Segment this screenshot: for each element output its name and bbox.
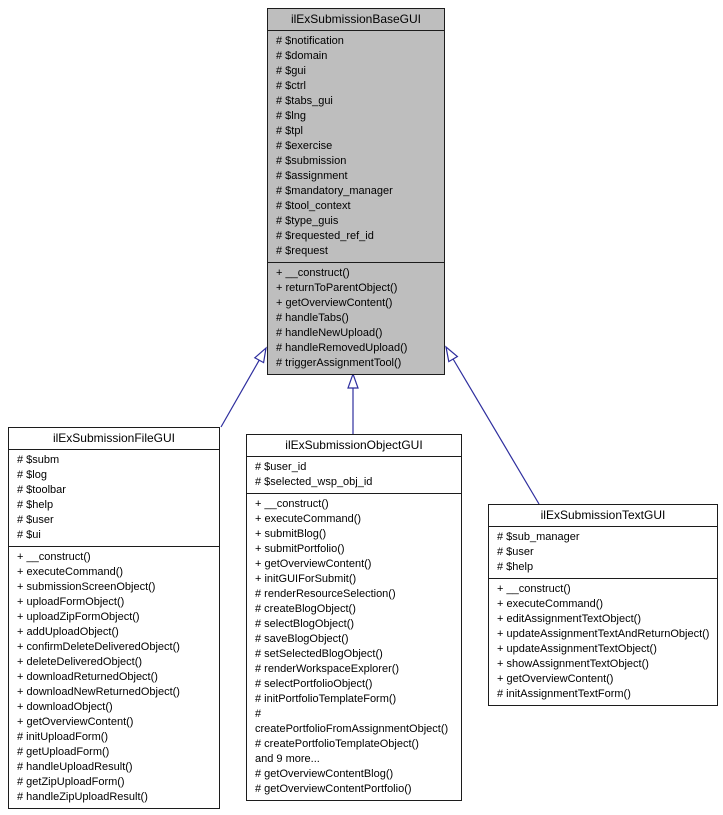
attribute: # $gui — [276, 65, 306, 77]
attribute: # $sub_manager — [497, 531, 580, 543]
attribute: # $mandatory_manager — [276, 185, 393, 197]
attributes-section: # $notification # $domain # $gui # $ctrl # $… — [268, 31, 444, 263]
attribute: # $submission — [276, 155, 347, 167]
method: + deleteDeliveredObject() — [17, 656, 143, 668]
methods-section: + __construct() + executeCommand() + submi… — [247, 494, 461, 800]
method: + addUploadObject() — [17, 626, 119, 638]
class-name: ilExSubmissionBaseGUI — [268, 9, 444, 31]
inheritance-arrow-text-to-base — [445, 345, 540, 505]
method: # triggerAssignmentTool() — [276, 357, 402, 369]
method: # initUploadForm() — [17, 731, 109, 743]
method: # initPortfolioTemplateForm() — [255, 693, 397, 705]
methods-section: + __construct() + executeCommand() + editA… — [489, 579, 717, 705]
attribute: # $domain — [276, 50, 328, 62]
method: + submissionScreenObject() — [17, 581, 156, 593]
attribute: # $exercise — [276, 140, 333, 152]
method: + __construct() — [276, 267, 350, 279]
method: + getOverviewContent() — [255, 558, 372, 570]
method: + downloadNewReturnedObject() — [17, 686, 180, 698]
method: # initAssignmentTextForm() — [497, 688, 631, 700]
attribute: # $tabs_gui — [276, 95, 333, 107]
method: + downloadReturnedObject() — [17, 671, 158, 683]
method: # createPortfolioFromAssignmentObject() — [255, 708, 449, 735]
method: # handleUploadResult() — [17, 761, 133, 773]
method: + uploadZipFormObject() — [17, 611, 140, 623]
method: + executeCommand() — [255, 513, 362, 525]
method: # getOverviewContentBlog() — [255, 768, 394, 780]
attribute: # $subm — [17, 454, 60, 466]
attribute: # $user — [17, 514, 54, 526]
attribute: # $help — [17, 499, 54, 511]
method: + downloadObject() — [17, 701, 113, 713]
attribute: # $lng — [276, 110, 306, 122]
method: + showAssignmentTextObject() — [497, 658, 649, 670]
method: # createPortfolioTemplateObject() — [255, 738, 419, 750]
class-name: ilExSubmissionTextGUI — [489, 505, 717, 527]
attribute: # $ui — [17, 529, 41, 541]
attribute: # $log — [17, 469, 47, 481]
method: # getZipUploadForm() — [17, 776, 125, 788]
attributes-section: # $subm # $log # $toolbar # $help # $user # $… — [9, 450, 219, 547]
inheritance-arrow-file-to-base — [220, 346, 267, 428]
method: # createBlogObject() — [255, 603, 356, 615]
class-name: ilExSubmissionFileGUI — [9, 428, 219, 450]
attributes-section: # $user_id # $selected_wsp_obj_id — [247, 457, 461, 494]
attribute: # $user — [497, 546, 534, 558]
method: # handleTabs() — [276, 312, 349, 324]
method: + confirmDeleteDeliveredObject() — [17, 641, 180, 653]
attribute: # $ctrl — [276, 80, 306, 92]
method: + uploadFormObject() — [17, 596, 125, 608]
method: + submitBlog() — [255, 528, 327, 540]
method: # renderWorkspaceExplorer() — [255, 663, 400, 675]
method: + __construct() — [255, 498, 329, 510]
attribute: # $type_guis — [276, 215, 339, 227]
attribute: # $request — [276, 245, 328, 257]
method: + getOverviewContent() — [276, 297, 393, 309]
attribute: # $assignment — [276, 170, 348, 182]
method: + getOverviewContent() — [17, 716, 134, 728]
method: # renderResourceSelection() — [255, 588, 396, 600]
method: # setSelectedBlogObject() — [255, 648, 383, 660]
method: + getOverviewContent() — [497, 673, 614, 685]
method: # saveBlogObject() — [255, 633, 349, 645]
method: + editAssignmentTextObject() — [497, 613, 641, 625]
method: + initGUIForSubmit() — [255, 573, 357, 585]
method: and 9 more... — [255, 753, 320, 765]
attribute: # $help — [497, 561, 534, 573]
method: # getUploadForm() — [17, 746, 110, 758]
attribute: # $toolbar — [17, 484, 66, 496]
method: # handleZipUploadResult() — [17, 791, 148, 803]
method: + submitPortfolio() — [255, 543, 345, 555]
method: + executeCommand() — [497, 598, 604, 610]
attribute: # $tool_context — [276, 200, 351, 212]
method: # handleNewUpload() — [276, 327, 383, 339]
method: + returnToParentObject() — [276, 282, 398, 294]
method: + __construct() — [497, 583, 571, 595]
method: # selectPortfolioObject() — [255, 678, 373, 690]
class-box-ilexsubmissionbasegui: ilExSubmissionBaseGUI # $notification# $… — [267, 8, 445, 375]
class-box-ilexsubmissiontextgui[interactable]: ilExSubmissionTextGUI # $sub_manager # $u… — [488, 504, 718, 706]
method: + executeCommand() — [17, 566, 124, 578]
class-box-ilexsubmissionobjectgui[interactable]: ilExSubmissionObjectGUI # $user_id # $sel… — [246, 434, 462, 801]
attribute: # $requested_ref_id — [276, 230, 374, 242]
attributes-section: # $sub_manager # $user # $help — [489, 527, 717, 579]
inheritance-arrow-object-to-base — [347, 372, 359, 434]
attribute: # $user_id — [255, 461, 307, 473]
attribute: # $selected_wsp_obj_id — [255, 476, 373, 488]
method: + __construct() — [17, 551, 91, 563]
method: # handleRemovedUpload() — [276, 342, 408, 354]
method: # getOverviewContentPortfolio() — [255, 783, 412, 795]
method: + updateAssignmentTextAndReturnObject() — [497, 628, 710, 640]
attribute: # $notification — [276, 35, 344, 47]
class-box-ilexsubmissionfilegui[interactable]: ilExSubmissionFileGUI # $subm # $log # $to… — [8, 427, 220, 809]
method: + updateAssignmentTextObject() — [497, 643, 657, 655]
methods-section: + __construct() + returnToParentObject() +… — [268, 263, 444, 374]
method: # selectBlogObject() — [255, 618, 355, 630]
methods-section: + __construct() + executeCommand() + submi… — [9, 547, 219, 808]
attribute: # $tpl — [276, 125, 303, 137]
class-name: ilExSubmissionObjectGUI — [247, 435, 461, 457]
